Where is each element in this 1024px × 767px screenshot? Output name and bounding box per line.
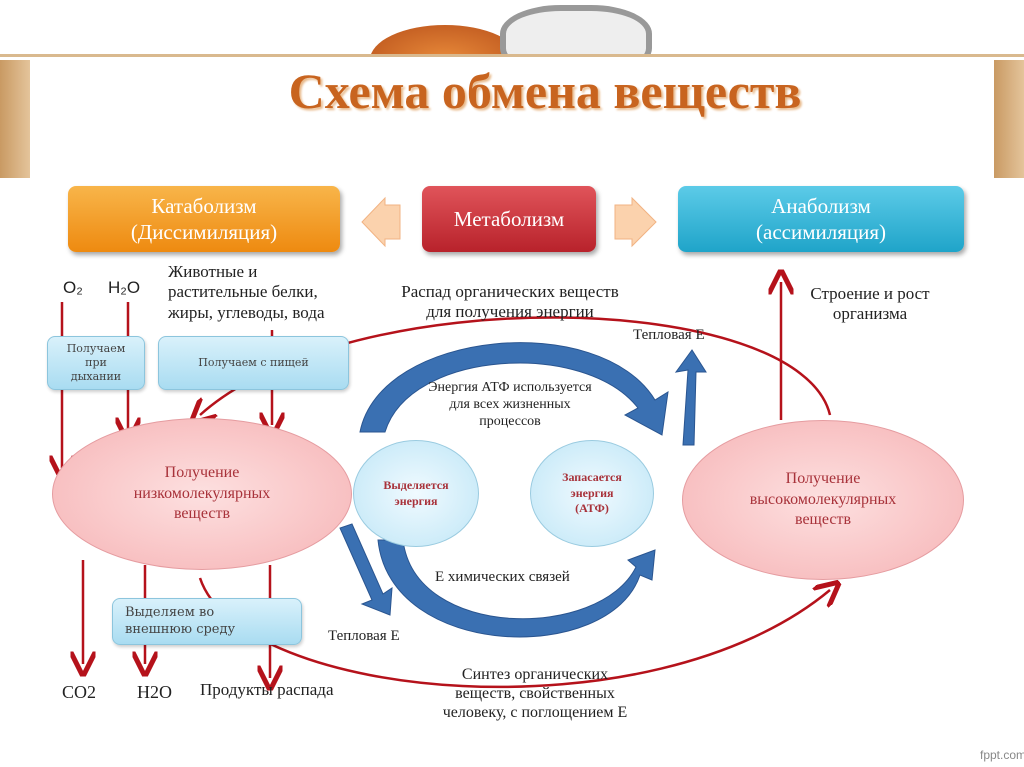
left-block-arrow-icon	[361, 196, 401, 248]
chem-bonds-arc-arrow-icon	[377, 539, 656, 638]
watermark: fppt.com	[980, 748, 1024, 762]
heat-bottom-label: Тепловая Е	[328, 628, 400, 644]
divider-line	[0, 54, 1024, 57]
metabolism-label: Метаболизм	[453, 206, 565, 231]
atp-top-arc-arrow-icon	[359, 342, 669, 436]
anabolism-sublabel: (ассимиляция)	[756, 220, 886, 244]
catabolism-label: Катаболизм	[151, 193, 257, 218]
anabolism-label: Анаболизм	[771, 193, 871, 218]
chem-bonds-label: Е химических связей	[435, 569, 570, 585]
right-block-arrow-icon	[614, 196, 657, 248]
page-title: Схема обмена веществ	[288, 63, 802, 119]
h2o-input-label: H₂O	[108, 278, 141, 297]
metabolism-box: Метаболизм	[422, 186, 596, 252]
heat-down-arrow-icon	[339, 523, 393, 616]
left-frame-bar	[0, 60, 30, 178]
right-frame-bar	[994, 60, 1024, 178]
decay-products-label: Продукты распада	[200, 680, 334, 699]
catabolism-sublabel: (Диссимиляция)	[130, 220, 278, 244]
heat-up-arrow-icon	[674, 349, 707, 446]
food-box: Получаем с пищей	[158, 336, 349, 390]
h2o-output-label: H2O	[137, 682, 172, 702]
header-image	[360, 0, 690, 56]
anabolism-box: Анаболизм(ассимиляция)	[678, 186, 964, 252]
heat-top-label: Тепловая Е	[633, 327, 705, 343]
co2-label: CO2	[62, 682, 97, 702]
o2-label: O₂	[63, 278, 83, 297]
catabolism-box: Катаболизм(Диссимиляция)	[68, 186, 340, 252]
